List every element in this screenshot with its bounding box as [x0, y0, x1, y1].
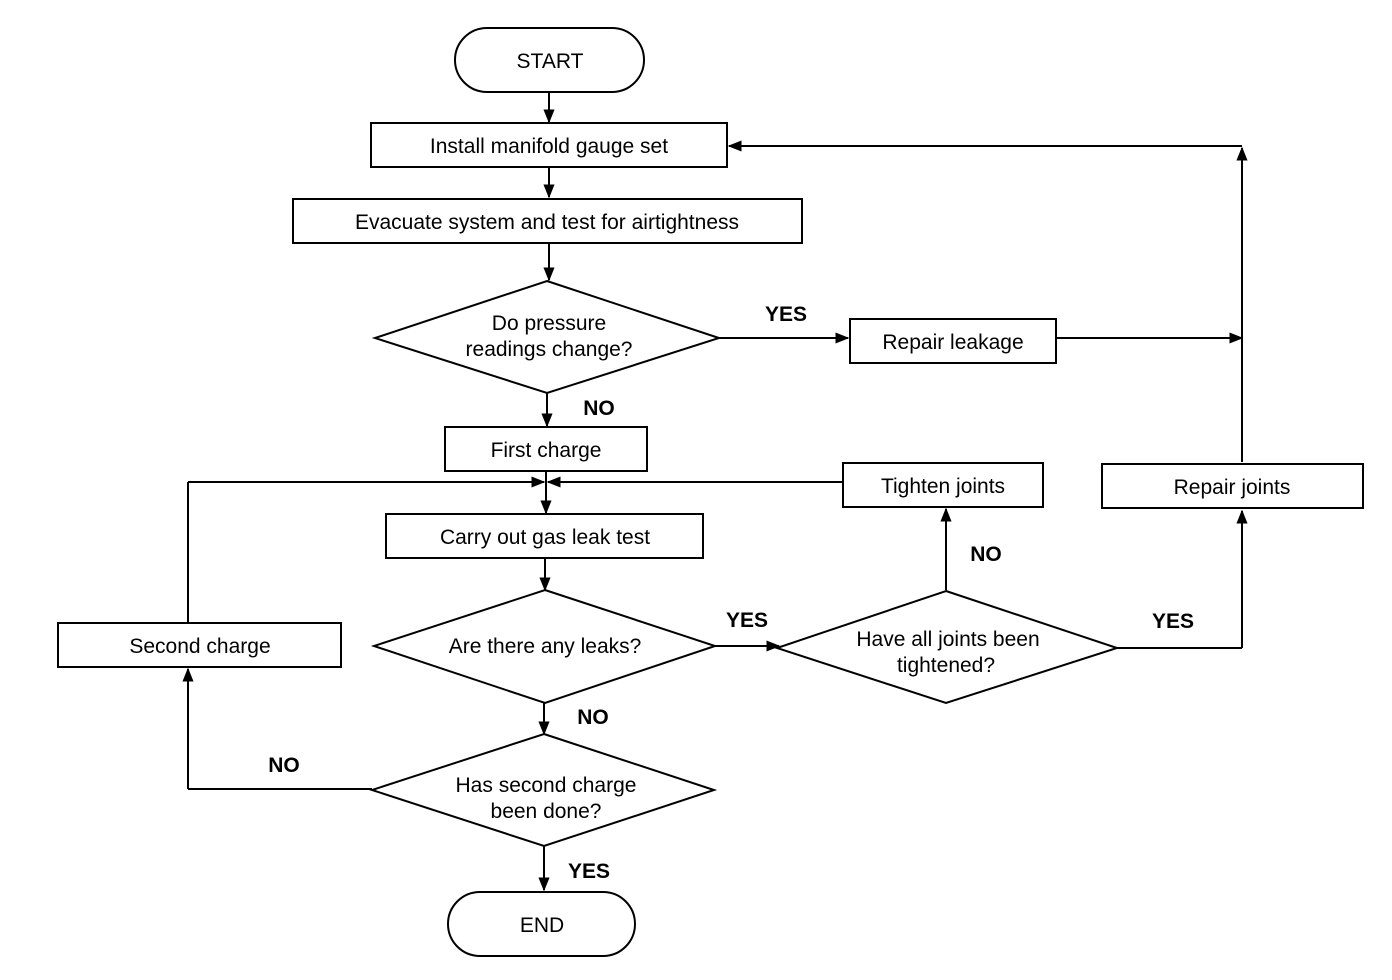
second-no-label: NO — [268, 754, 300, 777]
pressure-decision: Do pressure readings change? — [371, 279, 723, 395]
leaks-decision: Are there any leaks? — [370, 588, 719, 705]
evacuate-box: Evacuate system and test for airtightnes… — [292, 198, 803, 244]
second-question-line1: Has second charge — [456, 774, 637, 797]
repair-leakage-box: Repair leakage — [849, 318, 1057, 364]
second-charge-label: Second charge — [129, 635, 270, 658]
second-question-line2: been done? — [491, 800, 602, 823]
second-charge-decision: Has second charge been done? — [368, 732, 718, 848]
pressure-question-line2: readings change? — [466, 338, 633, 361]
start-label: START — [517, 50, 584, 73]
pressure-no-label: NO — [583, 397, 615, 420]
start-node: START — [454, 27, 645, 93]
leaks-question: Are there any leaks? — [449, 635, 642, 658]
evacuate-label: Evacuate system and test for airtightnes… — [355, 211, 739, 234]
second-charge-box: Second charge — [57, 622, 342, 668]
install-box: Install manifold gauge set — [370, 122, 728, 168]
joints-decision: Have all joints been tightened? — [773, 589, 1121, 705]
tighten-joints-label: Tighten joints — [881, 475, 1005, 498]
install-label: Install manifold gauge set — [430, 135, 668, 158]
connectors — [182, 92, 1248, 892]
second-yes-label: YES — [568, 860, 610, 883]
joints-question-line2: tightened? — [897, 654, 995, 677]
pressure-yes-label: YES — [765, 303, 807, 326]
end-label: END — [520, 914, 564, 937]
repair-leakage-label: Repair leakage — [882, 331, 1023, 354]
leaks-no-label: NO — [577, 706, 609, 729]
joints-question-line1: Have all joints been — [856, 628, 1039, 651]
first-charge-label: First charge — [491, 439, 602, 462]
end-node: END — [447, 891, 636, 957]
pressure-question-line1: Do pressure — [492, 312, 606, 335]
joints-no-label: NO — [970, 543, 1002, 566]
repair-joints-box: Repair joints — [1101, 463, 1364, 509]
first-charge-box: First charge — [444, 426, 648, 472]
leaks-yes-label: YES — [726, 609, 768, 632]
gas-leak-test-box: Carry out gas leak test — [385, 513, 704, 559]
repair-joints-label: Repair joints — [1174, 476, 1291, 499]
joints-yes-label: YES — [1152, 610, 1194, 633]
tighten-joints-box: Tighten joints — [842, 462, 1044, 508]
gas-leak-test-label: Carry out gas leak test — [440, 526, 650, 549]
